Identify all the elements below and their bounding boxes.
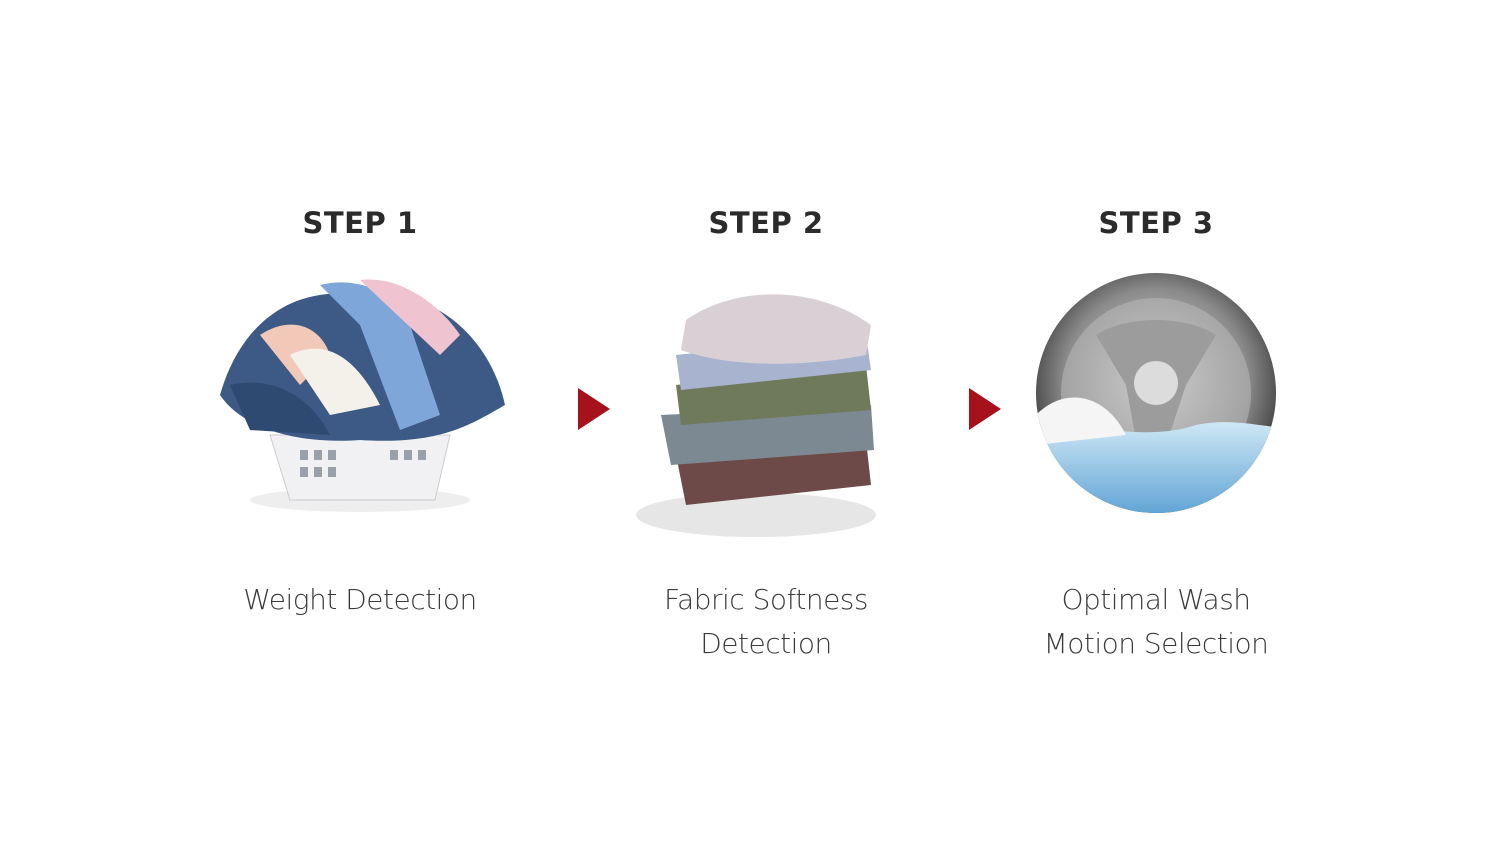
- step-label: Optimal Wash Motion Selection: [1043, 583, 1269, 660]
- arrow-right-icon: [969, 388, 1001, 430]
- step-title: STEP 3: [1098, 206, 1214, 240]
- folded-clothes-stack-image: [636, 294, 876, 537]
- arrow-right-icon: [578, 388, 610, 430]
- washer-drum-image: [1036, 273, 1276, 513]
- step-label: Fabric Softness Detection: [664, 583, 868, 660]
- step-label: Weight Detection: [243, 583, 477, 616]
- step-title: STEP 1: [302, 206, 418, 240]
- laundry-basket-image: [220, 279, 505, 512]
- step-title: STEP 2: [708, 206, 824, 240]
